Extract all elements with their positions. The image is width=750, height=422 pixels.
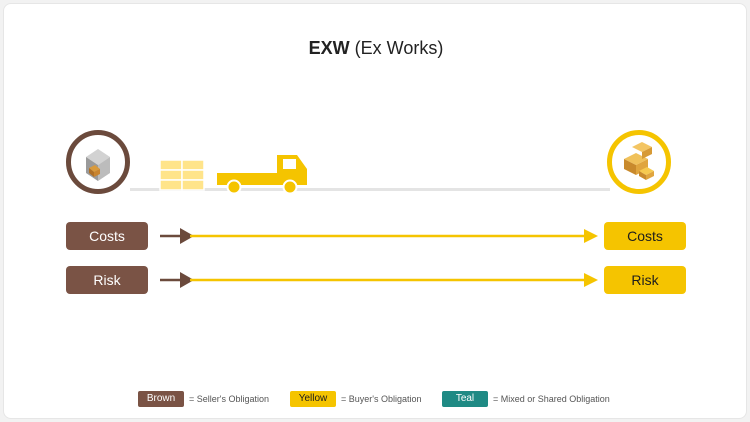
page-title: EXW (Ex Works) [4, 38, 746, 59]
buyer-destination-circle [607, 130, 671, 194]
truck-icon [217, 155, 307, 195]
seller-costs-label: Costs [66, 222, 148, 250]
pallet-boxes-icon [159, 159, 205, 191]
seller-warehouse-circle [66, 130, 130, 194]
buyer-risk-label: Risk [604, 266, 686, 294]
legend-swatch-brown: Brown [138, 391, 184, 407]
arrow-right-icon [584, 273, 598, 287]
risk-arrow [160, 272, 598, 288]
legend-text-shared: = Mixed or Shared Obligation [493, 394, 610, 404]
title-term: EXW [308, 38, 350, 58]
legend-text-buyer: = Buyer's Obligation [341, 394, 422, 404]
costs-arrow [160, 228, 598, 244]
legend-swatch-teal: Teal [442, 391, 488, 407]
legend-text-seller: = Seller's Obligation [189, 394, 270, 404]
open-box-icon [624, 142, 654, 180]
buyer-costs-label: Costs [604, 222, 686, 250]
title-description: (Ex Works) [354, 38, 444, 58]
arrow-right-icon [180, 228, 194, 244]
seller-risk-label: Risk [66, 266, 148, 294]
transport-route-line [130, 188, 610, 191]
arrow-right-icon [180, 272, 194, 288]
legend-swatch-yellow: Yellow [290, 391, 336, 407]
warehouse-icon [86, 149, 110, 181]
arrow-right-icon [584, 229, 598, 243]
incoterm-card: EXW (Ex Works) [3, 3, 747, 419]
